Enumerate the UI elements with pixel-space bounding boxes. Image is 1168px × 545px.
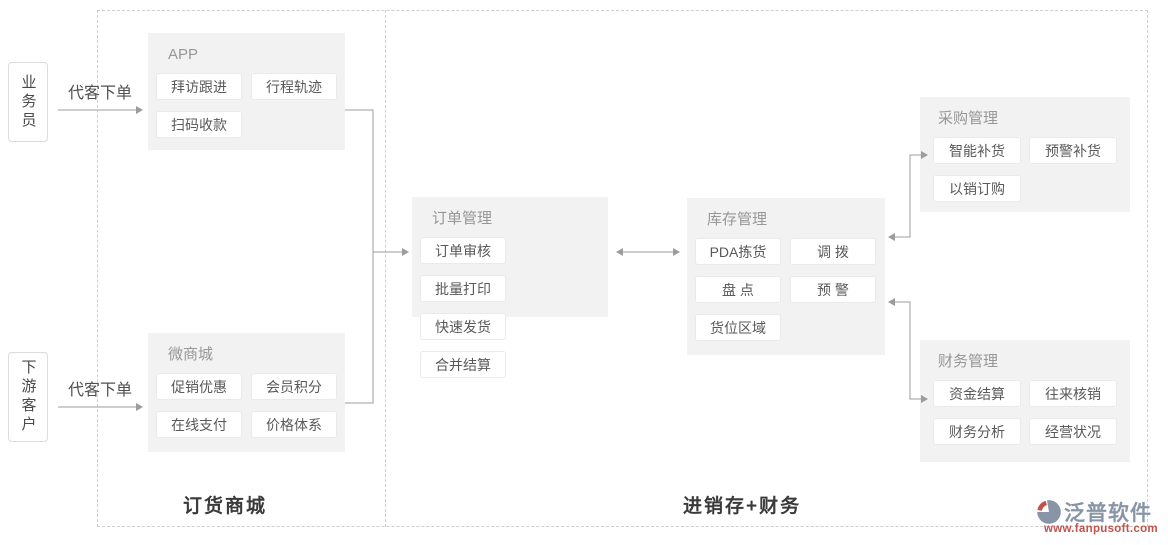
panel-order-management-chips: 订单审核 批量打印 快速发货 合并结算 <box>412 229 608 378</box>
chip-price-system: 价格体系 <box>251 411 337 438</box>
chip-batch-print: 批量打印 <box>420 275 506 302</box>
chip-trip-track: 行程轨迹 <box>251 73 337 100</box>
order-on-behalf-label-top: 代客下单 <box>67 85 132 102</box>
panel-micro-mall-title: 微商城 <box>168 346 214 363</box>
panel-purchase-management-chips: 智能补货 预警补货 以销订购 <box>920 129 1130 202</box>
panel-purchase-management: 采购管理 智能补货 预警补货 以销订购 <box>920 97 1130 212</box>
chip-merged-settlement: 合并结算 <box>420 351 506 378</box>
diagram-dashed-border <box>97 10 1148 527</box>
panel-micro-mall-chips: 促销优惠 会员积分 在线支付 价格体系 <box>148 365 345 438</box>
chip-stocktaking: 盘 点 <box>695 276 781 303</box>
actor-downstream-customer-label: 下游客户 <box>19 359 37 435</box>
section-label-invoicing-finance: 进销存+财务 <box>683 496 802 517</box>
chip-ar-ap-writeoff: 往来核销 <box>1029 380 1117 407</box>
panel-order-management-title: 订单管理 <box>432 210 493 227</box>
panel-app-chips: 拜访跟进 行程轨迹 扫码收款 <box>148 65 345 138</box>
chip-purchase-by-sales: 以销订购 <box>933 175 1021 202</box>
fanpu-logo-icon <box>1037 500 1061 524</box>
panel-order-management: 订单管理 订单审核 批量打印 快速发货 合并结算 <box>412 197 608 378</box>
actor-downstream-customer-box: 下游客户 <box>8 352 48 442</box>
actor-salesperson-box: 业务员 <box>8 62 48 142</box>
chip-financial-analysis: 财务分析 <box>933 418 1021 445</box>
panel-purchase-management-title: 采购管理 <box>938 110 999 127</box>
chip-order-review: 订单审核 <box>420 237 506 264</box>
section-label-ordering-mall: 订货商城 <box>183 496 268 517</box>
chip-transfer: 调 拨 <box>790 238 876 265</box>
chip-visit-follow-up: 拜访跟进 <box>156 73 242 100</box>
chip-pda-picking: PDA拣货 <box>695 238 781 265</box>
chip-alert: 预 警 <box>790 276 876 303</box>
chip-fast-shipping: 快速发货 <box>420 313 506 340</box>
panel-micro-mall: 微商城 促销优惠 会员积分 在线支付 价格体系 <box>148 333 345 452</box>
vendor-logo: 泛普软件 <box>1036 497 1152 527</box>
chip-member-points: 会员积分 <box>251 373 337 400</box>
order-on-behalf-label-bottom: 代客下单 <box>67 382 132 399</box>
chip-alert-replenishment: 预警补货 <box>1029 137 1117 164</box>
panel-app-title: APP <box>168 46 199 63</box>
panel-finance-management-chips: 资金结算 往来核销 财务分析 经营状况 <box>920 372 1130 445</box>
panel-app: APP 拜访跟进 行程轨迹 扫码收款 <box>148 33 345 150</box>
vendor-logo-url: www.fanpusoft.com <box>1044 523 1158 535</box>
panel-inventory-management-chips: PDA拣货 调 拨 盘 点 预 警 货位区域 <box>687 230 885 341</box>
chip-fund-settlement: 资金结算 <box>933 380 1021 407</box>
chip-smart-replenishment: 智能补货 <box>933 137 1021 164</box>
panel-finance-management: 财务管理 资金结算 往来核销 财务分析 经营状况 <box>920 340 1130 462</box>
chip-bin-location-zone: 货位区域 <box>695 314 781 341</box>
panel-finance-management-title: 财务管理 <box>938 353 999 370</box>
chip-promotions: 促销优惠 <box>156 373 242 400</box>
chip-online-payment: 在线支付 <box>156 411 242 438</box>
actor-salesperson-label: 业务员 <box>19 73 37 131</box>
chip-operating-status: 经营状况 <box>1029 418 1117 445</box>
section-divider-dashed-line <box>385 10 386 527</box>
vendor-logo-name: 泛普软件 <box>1064 502 1152 525</box>
chip-scan-to-collect: 扫码收款 <box>156 111 242 138</box>
panel-inventory-management-title: 库存管理 <box>707 211 768 228</box>
panel-inventory-management: 库存管理 PDA拣货 调 拨 盘 点 预 警 货位区域 <box>687 198 885 355</box>
